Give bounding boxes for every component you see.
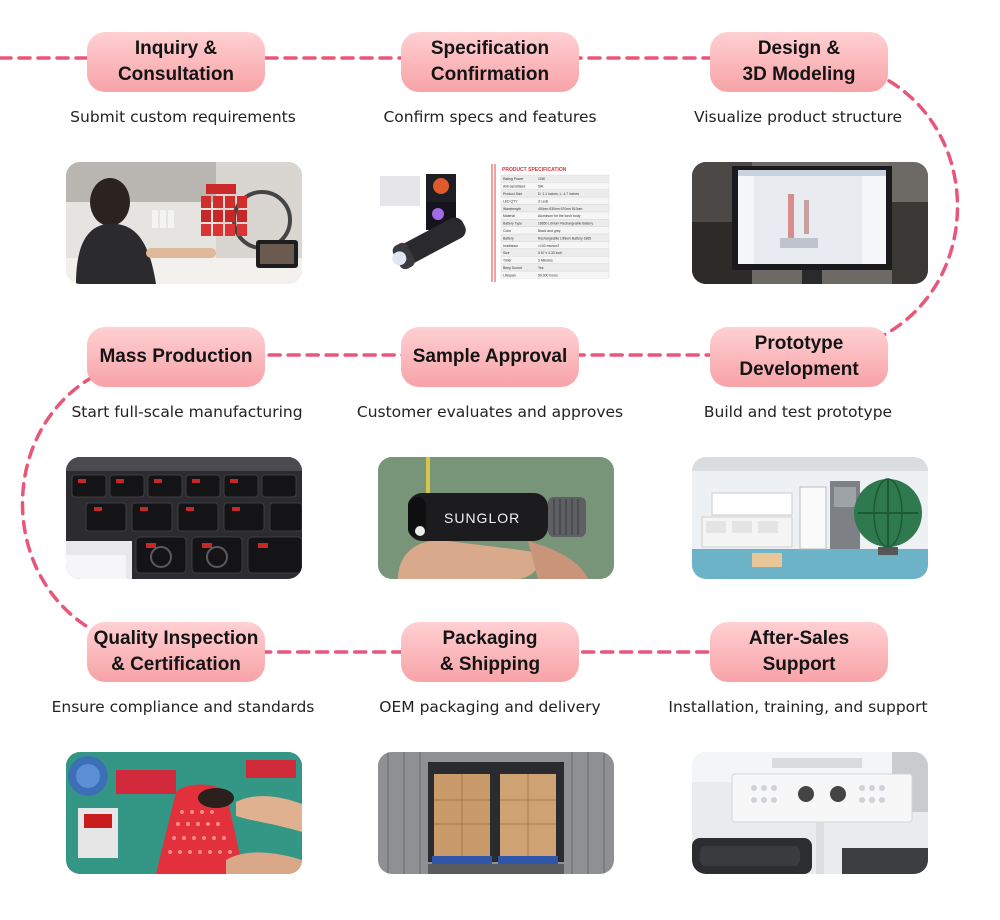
step-design-badge[interactable]: Design & 3D Modeling [710, 32, 888, 92]
step-specification-description: Confirm specs and features [383, 108, 597, 126]
step-inquiry-title: Inquiry & Consultation [117, 38, 235, 85]
spec-row-label: Color [503, 229, 512, 233]
spec-row-label: Size [503, 251, 510, 255]
spec-row-value: 50,000 hours [538, 273, 558, 277]
spec-row [500, 256, 610, 264]
step-after-sales-badge[interactable]: After-Sales Support [710, 622, 888, 682]
step-quality-badge[interactable]: Quality Inspection & Certification [87, 622, 265, 682]
spec-row-value: D: 1.1 inches, L: 4.7 inches [538, 192, 579, 196]
step-packaging-title: Packaging & Shipping [439, 628, 541, 675]
spec-row-value: 5.67 x 4.33 inch [538, 251, 562, 255]
spec-row-value: Rechargeable Lithium Battery 1865 [538, 236, 591, 240]
spec-row-value: 5W [538, 185, 544, 189]
spec-row-label: Timer [503, 259, 512, 263]
spec-sheet-heading: PRODUCT SPECIFICATION [502, 167, 567, 173]
spec-row-label: Battery [503, 236, 514, 240]
spec-row-label: Battery Type [503, 222, 522, 226]
spec-row-label: Anti-sensitised [503, 185, 525, 189]
step-design-title: Design & 3D Modeling [742, 38, 856, 85]
step-mass-production-description: Start full-scale manufacturing [71, 403, 303, 421]
sample-brand-label: SUNGLOR [444, 510, 520, 526]
step-sample-approval-description: Customer evaluates and approves [356, 403, 624, 421]
spec-row [500, 211, 610, 220]
product-spec-sheet-photo: PRODUCT SPECIFICATION Rating Power 10W Ant… [378, 162, 614, 284]
spec-row-value: Black and grey [538, 229, 561, 233]
spec-row [500, 174, 610, 183]
step-prototype-description: Build and test prototype [703, 403, 893, 421]
spec-row-value: Aluminum for the torch body [538, 214, 581, 218]
spec-row-value: >100 mw/cm2 [538, 244, 559, 248]
spec-row-label: Irradiance [503, 244, 518, 248]
step-after-sales-title: After-Sales Support [748, 628, 850, 675]
spec-row-value: 450nm 630nm 670nm 810nm [538, 207, 582, 211]
spec-row [500, 241, 610, 249]
step-prototype-badge[interactable]: Prototype Development [710, 327, 888, 387]
step-prototype-title: Prototype Development [739, 333, 859, 380]
step-after-sales-description: Installation, training, and support [668, 698, 928, 716]
spec-row-label: Product Size [503, 192, 522, 196]
spec-row [500, 197, 610, 205]
step-inquiry-description: Submit custom requirements [70, 108, 296, 126]
test-lab-photo [692, 457, 928, 579]
shipping-container-photo [378, 752, 614, 874]
spec-row [500, 219, 610, 227]
spec-sheet-table: Rating Power 10W Anti-sensitised 5W Product … [500, 174, 610, 279]
spec-row [500, 233, 610, 242]
step-sample-approval-badge[interactable]: Sample Approval [401, 327, 579, 387]
spec-row-value: Yes [538, 266, 544, 270]
spec-row [500, 248, 610, 257]
spec-row-label: Material [503, 214, 515, 218]
cad-modeling-photo [692, 162, 928, 284]
production-line-photo [66, 457, 302, 579]
spec-row-label: Lifespan [503, 273, 516, 277]
step-inquiry-badge[interactable]: Inquiry & Consultation [87, 32, 265, 92]
installed-panel-photo [692, 752, 928, 874]
customer-consultation-photo [66, 162, 302, 284]
spec-row-value: 18650 Lithium Rechargeable Battery [538, 222, 593, 226]
step-sample-approval-title: Sample Approval [412, 346, 568, 367]
quality-inspection-photo [66, 752, 302, 874]
spec-row-label: Beep Sound [503, 266, 522, 270]
spec-row-value: 3 Minutes [538, 259, 553, 263]
step-quality-title: Quality Inspection & Certification [93, 628, 259, 675]
step-specification-title: Specification Confirmation [430, 38, 550, 85]
step-mass-production-badge[interactable]: Mass Production [87, 327, 265, 387]
step-packaging-badge[interactable]: Packaging & Shipping [401, 622, 579, 682]
step-design-description: Visualize product structure [693, 108, 903, 126]
step-mass-production-title: Mass Production [99, 346, 253, 367]
spec-row-value: 3 Leds [538, 199, 548, 203]
spec-row [500, 270, 610, 279]
spec-row-label: LED QTY [503, 199, 518, 203]
step-quality-description: Ensure compliance and standards [51, 698, 315, 716]
step-specification-badge[interactable]: Specification Confirmation [401, 32, 579, 92]
step-packaging-description: OEM packaging and delivery [379, 698, 601, 716]
spec-row-label: Wavelength [503, 207, 521, 211]
spec-row-value: 10W [538, 177, 546, 181]
spec-row-label: Rating Power [503, 177, 524, 181]
flashlight-sample-photo: SUNGLOR [378, 457, 614, 579]
